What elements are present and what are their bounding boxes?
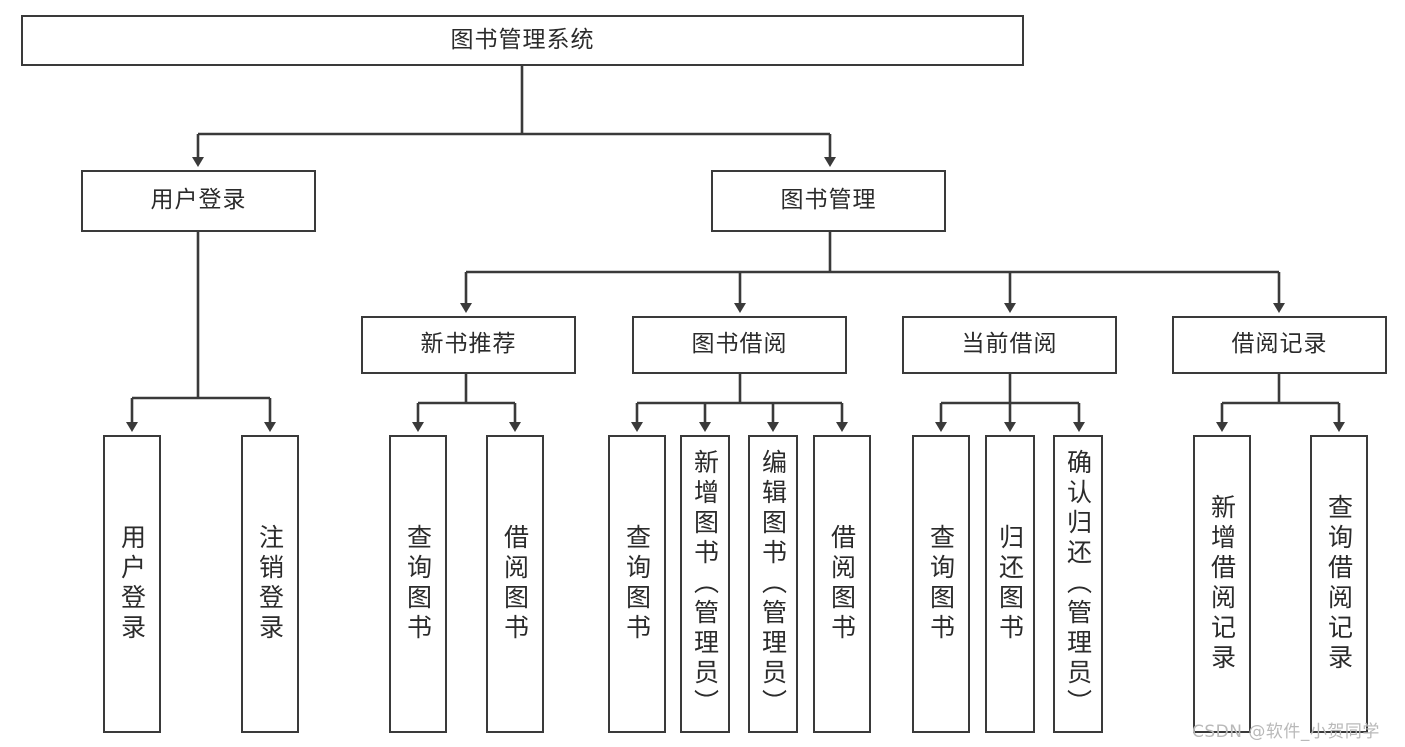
leaf-return-book[interactable]: 归还图书	[985, 435, 1035, 733]
node-label: 借阅图书	[827, 524, 857, 644]
node-book-management[interactable]: 图书管理	[711, 170, 946, 232]
leaf-query-borrow-record[interactable]: 查询借阅记录	[1310, 435, 1368, 733]
node-label: 查询图书	[403, 524, 433, 644]
node-label: 用户登录	[150, 187, 247, 214]
leaf-user-login[interactable]: 用户登录	[103, 435, 161, 733]
leaf-confirm-return-admin[interactable]: 确认归还（管理员）	[1053, 435, 1103, 733]
leaf-query-book-borrow[interactable]: 查询图书	[608, 435, 666, 733]
node-label: 用户登录	[117, 524, 147, 644]
node-label: 查询借阅记录	[1324, 494, 1354, 674]
node-label: 注销登录	[255, 524, 285, 644]
node-root-system[interactable]: 图书管理系统	[21, 15, 1024, 66]
csdn-watermark: CSDN @软件_小贺同学	[1192, 722, 1380, 742]
leaf-borrow-book[interactable]: 借阅图书	[813, 435, 871, 733]
node-label: 图书借阅	[691, 331, 788, 358]
node-label: 编辑图书（管理员）	[758, 449, 788, 719]
node-new-book-recommend[interactable]: 新书推荐	[361, 316, 576, 374]
leaf-add-borrow-record[interactable]: 新增借阅记录	[1193, 435, 1251, 733]
node-user-login[interactable]: 用户登录	[81, 170, 316, 232]
leaf-edit-book-admin[interactable]: 编辑图书（管理员）	[748, 435, 798, 733]
node-label: 图书管理系统	[450, 26, 595, 53]
leaf-query-book-current[interactable]: 查询图书	[912, 435, 970, 733]
leaf-add-book-admin[interactable]: 新增图书（管理员）	[680, 435, 730, 733]
node-label: 查询图书	[926, 524, 956, 644]
node-borrow-records[interactable]: 借阅记录	[1172, 316, 1387, 374]
leaf-logout[interactable]: 注销登录	[241, 435, 299, 733]
node-current-borrow[interactable]: 当前借阅	[902, 316, 1117, 374]
node-label: 借阅记录	[1231, 331, 1328, 358]
node-label: 新增借阅记录	[1207, 494, 1237, 674]
node-book-borrow[interactable]: 图书借阅	[632, 316, 847, 374]
node-label: 查询图书	[622, 524, 652, 644]
node-label: 当前借阅	[961, 331, 1058, 358]
leaf-query-book-recommend[interactable]: 查询图书	[389, 435, 447, 733]
node-label: 借阅图书	[500, 524, 530, 644]
node-label: 归还图书	[995, 524, 1025, 644]
node-label: 确认归还（管理员）	[1063, 449, 1093, 719]
node-label: 图书管理	[780, 187, 877, 214]
node-label: 新增图书（管理员）	[690, 449, 720, 719]
leaf-borrow-book-recommend[interactable]: 借阅图书	[486, 435, 544, 733]
node-label: 新书推荐	[420, 331, 517, 358]
